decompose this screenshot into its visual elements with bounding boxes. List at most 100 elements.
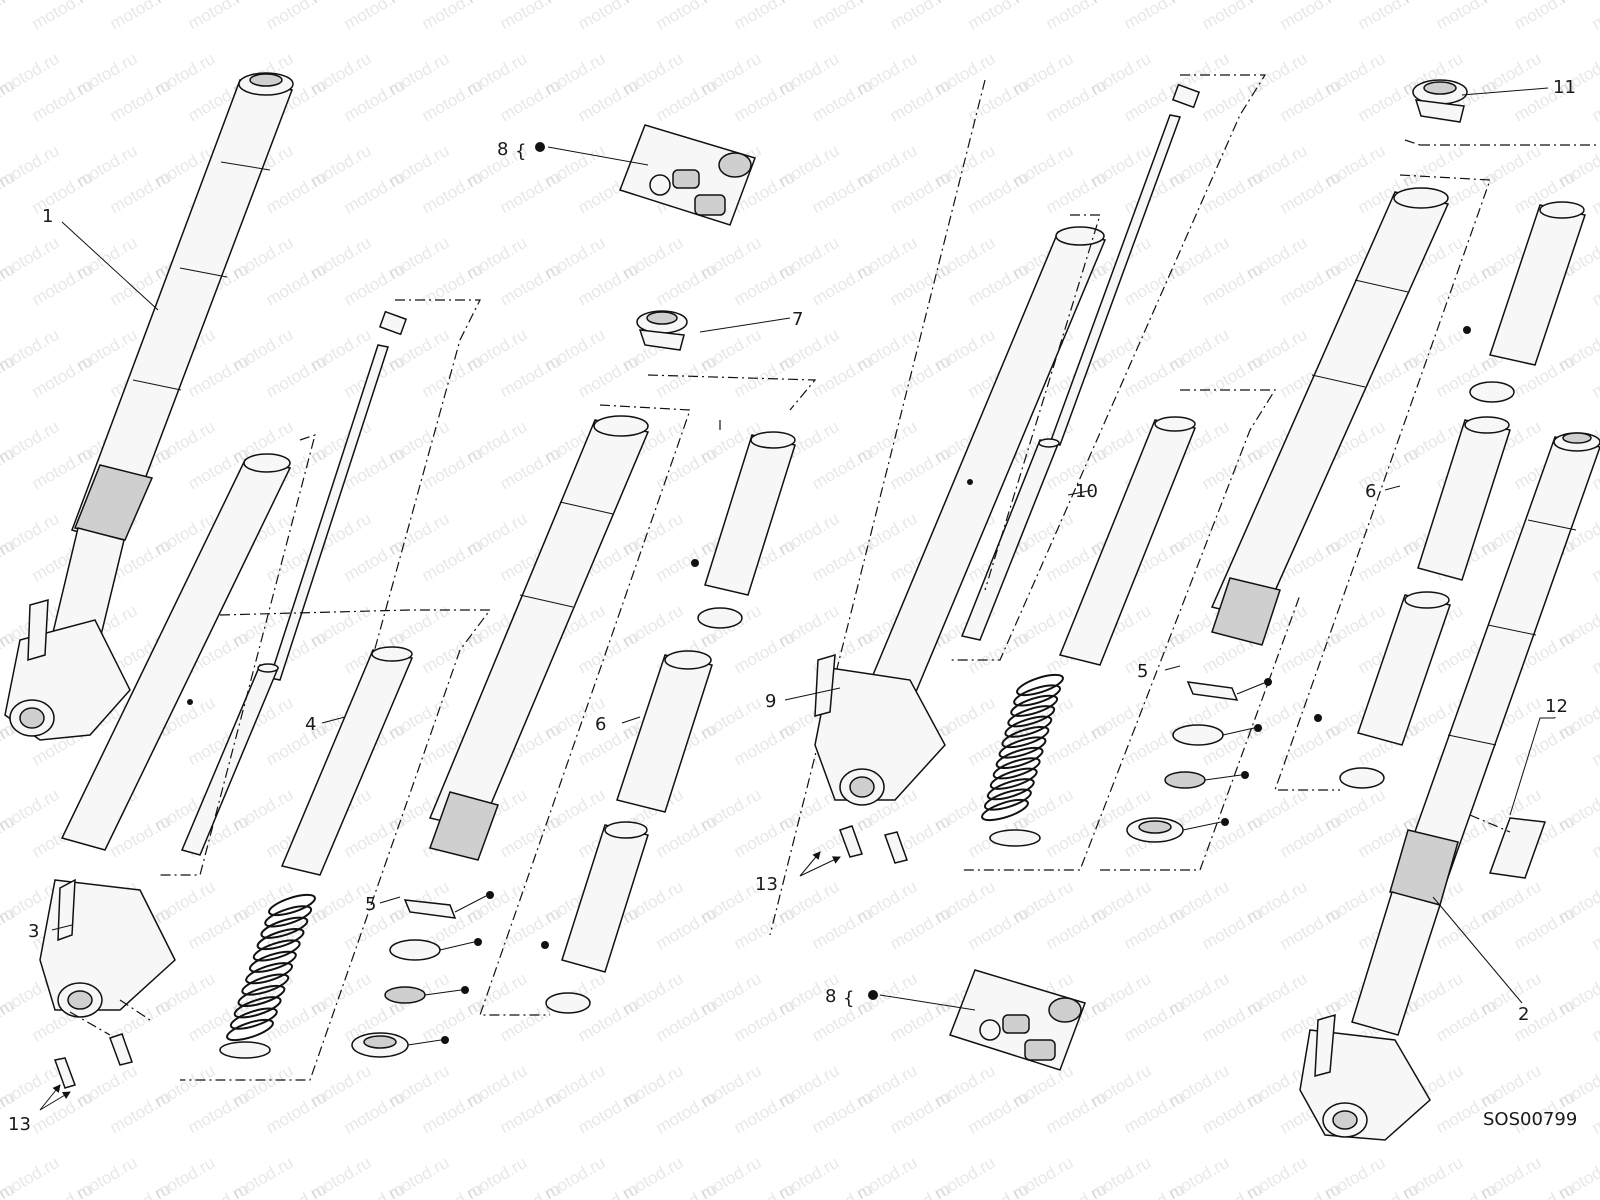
- watermark-text: motod.ru: [341, 167, 409, 217]
- top-cap-7: [636, 310, 817, 411]
- callout-10: 10: [1075, 481, 1098, 502]
- watermark-text: motod.ru: [497, 1087, 565, 1137]
- spring-coil: [264, 905, 313, 928]
- watermark-text: motod.ru: [1277, 167, 1345, 217]
- watermark-text: motod.ru: [965, 903, 1033, 953]
- inner-tube-6-left: [428, 404, 721, 1016]
- watermark-text: motod.ru: [653, 259, 721, 309]
- watermark-text: motod.ru: [731, 995, 799, 1045]
- watermark-text: motod.ru: [965, 259, 1033, 309]
- watermark-text: motod.ru: [575, 259, 643, 309]
- watermark-text: motod.ru: [1277, 719, 1345, 769]
- top-cap-11: [1412, 79, 1468, 123]
- spring-coil: [1004, 715, 1053, 738]
- watermark-text: motod.ru: [29, 443, 97, 493]
- watermark-text: motod.ru: [185, 0, 253, 33]
- watermark-text: motod.ru: [1589, 0, 1600, 33]
- watermark-text: motod.ru: [263, 719, 331, 769]
- callout-8-top: 8: [497, 139, 508, 160]
- watermark-text: motod.ru: [1199, 0, 1267, 33]
- watermark-text: motod.ru: [1355, 0, 1423, 33]
- fork-leg-complete-left: [4, 72, 294, 741]
- watermark-text: motod.ru: [107, 167, 175, 217]
- watermark-text: motod.ru: [1043, 167, 1111, 217]
- watermark-text: motod.ru: [1433, 259, 1501, 309]
- watermark-text: motod.ru: [419, 167, 487, 217]
- callout-6-left: 6: [595, 714, 606, 735]
- watermark-text: motod.ru: [1277, 259, 1345, 309]
- watermark-text: motod.ru: [419, 535, 487, 585]
- callout-6-right: 6: [1365, 481, 1376, 502]
- watermark-text: motod.ru: [653, 995, 721, 1045]
- watermark-text: motod.ru: [419, 1087, 487, 1137]
- watermark-text: motod.ru: [731, 351, 799, 401]
- watermark-text: motod.ru: [1355, 75, 1423, 125]
- watermark-text: motod.ru: [263, 1087, 331, 1137]
- watermark-text: motod.ru: [809, 1087, 877, 1137]
- spring-coil: [229, 1007, 278, 1030]
- watermark-text: motod.ru: [419, 75, 487, 125]
- watermark-text: motod.ru: [29, 0, 97, 33]
- watermark-text: motod.ru: [1199, 1087, 1267, 1137]
- watermark-text: motod.ru: [1121, 0, 1189, 33]
- watermark-text: motod.ru: [809, 443, 877, 493]
- watermark-text: motod.ru: [1043, 719, 1111, 769]
- spring-coil: [1010, 694, 1059, 717]
- watermark-text: motod.ru: [575, 75, 643, 125]
- watermark-text: motod.ru: [731, 811, 799, 861]
- watermark-text: motod.ru: [497, 259, 565, 309]
- watermark-text: motod.ru: [575, 351, 643, 401]
- spring-coil: [226, 1018, 274, 1042]
- spring-coil: [995, 746, 1044, 770]
- watermark-text: motod.ru: [887, 995, 955, 1045]
- watermark-text: motod.ru: [1511, 719, 1579, 769]
- watermark-text: motod.ru: [809, 0, 877, 33]
- watermark-text: motod.ru: [341, 811, 409, 861]
- watermark-text: motod.ru: [263, 995, 331, 1045]
- watermark-text: motod.ru: [887, 443, 955, 493]
- watermark-text: motod.ru: [29, 259, 97, 309]
- watermark-text: motod.ru: [1433, 995, 1501, 1045]
- watermark-text: motod.ru: [497, 811, 565, 861]
- watermark-text: motod.ru: [263, 351, 331, 401]
- watermark-text: motod.ru: [1121, 995, 1189, 1045]
- spring-coil: [260, 916, 309, 939]
- watermark-text: motod.ru: [1511, 903, 1579, 953]
- watermark-text: motod.ru: [1199, 811, 1267, 861]
- watermark-text: motod.ru: [107, 1087, 175, 1137]
- watermark-text: motod.ru: [1199, 903, 1267, 953]
- watermark-text: motod.ru: [653, 903, 721, 953]
- brace-8-bottom: {: [843, 988, 854, 1009]
- watermark-text: motod.ru: [1277, 811, 1345, 861]
- watermark-text: motod.ru: [1043, 0, 1111, 33]
- watermark-text: motod.ru: [731, 903, 799, 953]
- watermark-text: motod.ru: [965, 0, 1033, 33]
- watermark-text: motod.ru: [29, 75, 97, 125]
- spring-coil: [998, 736, 1047, 759]
- watermark-text: motod.ru: [575, 1087, 643, 1137]
- callout-9: 9: [765, 691, 776, 712]
- spring-coil: [268, 893, 316, 917]
- watermark-text: motod.ru: [887, 167, 955, 217]
- watermark-text: motod.ru: [1277, 0, 1345, 33]
- watermark-text: motod.ru: [653, 443, 721, 493]
- watermark-text: motod.ru: [497, 0, 565, 33]
- watermark-text: motod.ru: [1355, 535, 1423, 585]
- callout-8-bottom: 8: [825, 986, 836, 1007]
- watermark-text: motod.ru: [263, 0, 331, 33]
- watermark-text: motod.ru: [1277, 75, 1345, 125]
- watermark-text: motod.ru: [497, 167, 565, 217]
- watermark-text: motod.ru: [731, 0, 799, 33]
- drawing-code: SOS00799: [1483, 1109, 1577, 1130]
- damper-cartridge-4: [160, 299, 481, 876]
- watermark-text: motod.ru: [0, 0, 18, 33]
- callout-1: 1: [42, 206, 53, 227]
- watermark-text: motod.ru: [341, 0, 409, 33]
- watermark-text: motod.ru: [497, 903, 565, 953]
- watermark-text: motod.ru: [419, 351, 487, 401]
- callouts: 1 2 3 4 5 5 5 6 6 7 8 8 9 10 11 12 13 13…: [8, 77, 1577, 1135]
- callout-11: 11: [1553, 77, 1576, 98]
- watermark-text: motod.ru: [419, 0, 487, 33]
- watermark-text: motod.ru: [965, 75, 1033, 125]
